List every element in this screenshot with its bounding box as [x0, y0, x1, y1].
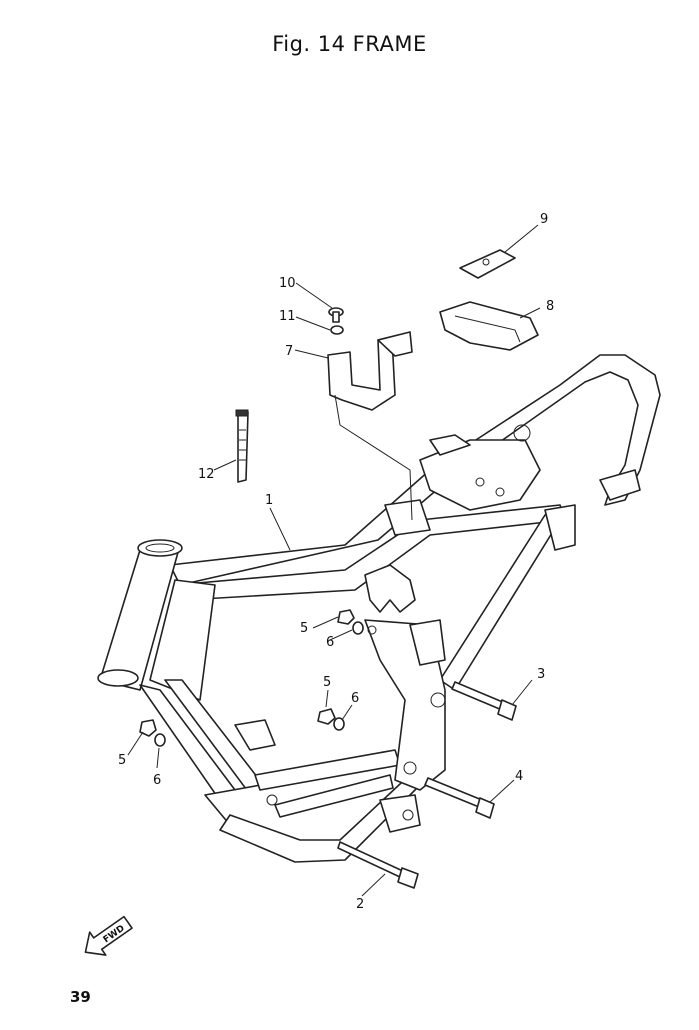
callout-10: 10 — [279, 276, 296, 291]
callout-6-lower: 6 — [153, 773, 161, 788]
callout-6-upper: 6 — [326, 635, 334, 650]
page-number: 39 — [70, 988, 91, 1006]
plate-part-9 — [459, 249, 516, 279]
callout-7: 7 — [285, 344, 293, 359]
callout-6-middle: 6 — [351, 691, 359, 706]
callout-2: 2 — [356, 897, 364, 912]
bracket-part-7 — [327, 331, 413, 521]
callout-1: 1 — [265, 493, 273, 508]
callout-5-upper: 5 — [300, 621, 308, 636]
nut-washer-middle — [317, 708, 345, 731]
strap-part-12 — [235, 409, 249, 483]
callout-3: 3 — [537, 667, 545, 682]
nut-washer-upper — [337, 609, 364, 635]
emblem-part-8 — [439, 301, 539, 351]
callout-5-lower: 5 — [118, 753, 126, 768]
leader-lines — [127, 224, 541, 897]
washer-part-11 — [330, 325, 344, 335]
nut-washer-lower — [139, 719, 166, 747]
frame-part — [97, 354, 661, 863]
callout-9: 9 — [540, 212, 548, 227]
callout-4: 4 — [515, 769, 523, 784]
forward-arrow-icon: FWD — [84, 915, 133, 956]
callout-12: 12 — [198, 467, 215, 482]
callout-5-middle: 5 — [323, 675, 331, 690]
callout-11: 11 — [279, 309, 296, 324]
bolt-part-10 — [328, 307, 344, 323]
bolt-part-3 — [451, 681, 517, 721]
bolt-part-2 — [337, 841, 419, 889]
callout-8: 8 — [546, 299, 554, 314]
figure-title: Fig. 14 FRAME — [272, 32, 427, 56]
bolt-part-4 — [424, 777, 495, 819]
